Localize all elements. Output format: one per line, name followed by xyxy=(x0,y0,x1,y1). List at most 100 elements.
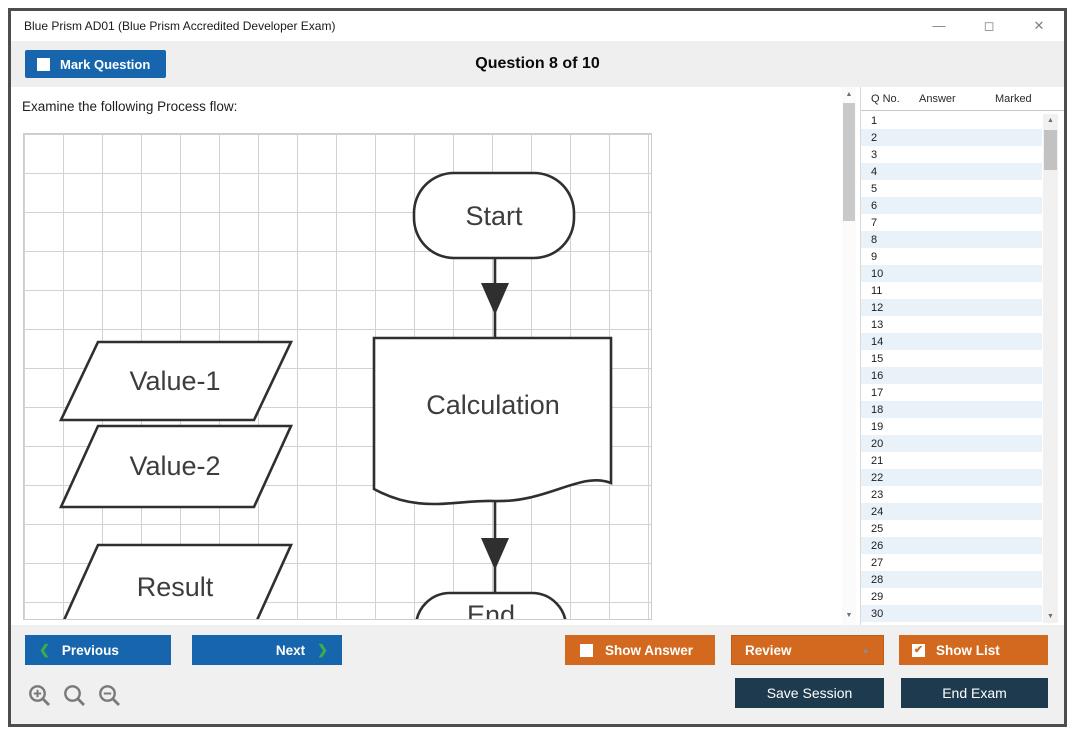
mark-question-checkbox[interactable] xyxy=(37,57,50,71)
value1-label: Value-1 xyxy=(129,366,220,396)
question-number: 25 xyxy=(871,522,884,535)
end-exam-label: End Exam xyxy=(942,685,1007,701)
question-row[interactable]: 3 xyxy=(861,146,1042,163)
question-number: 7 xyxy=(871,216,878,229)
question-number: 24 xyxy=(871,505,884,518)
start-node xyxy=(412,171,576,260)
content-scrollbar-thumb[interactable] xyxy=(843,103,855,221)
question-row[interactable]: 28 xyxy=(861,571,1042,588)
question-row[interactable]: 23 xyxy=(861,486,1042,503)
question-row[interactable]: 30 xyxy=(861,605,1042,622)
question-row[interactable]: 11 xyxy=(861,282,1042,299)
scroll-down-icon[interactable]: ▼ xyxy=(845,612,853,619)
result-label: Result xyxy=(137,572,214,602)
scroll-up-icon[interactable]: ▲ xyxy=(845,91,853,98)
footer-bar: ❮ Previous Next ❯ Show Answer Review ▲ ✔… xyxy=(11,625,1064,724)
panel-gap xyxy=(856,87,860,625)
question-row[interactable]: 21 xyxy=(861,452,1042,469)
main-area: Examine the following Process flow: Star… xyxy=(11,87,1064,625)
question-row[interactable]: 9 xyxy=(861,248,1042,265)
question-row[interactable]: 29 xyxy=(861,588,1042,605)
question-row[interactable]: 19 xyxy=(861,418,1042,435)
mark-question-label: Mark Question xyxy=(60,56,151,72)
mark-question-button[interactable]: Mark Question xyxy=(25,50,167,78)
show-list-label: Show List xyxy=(936,642,1000,658)
question-number: 14 xyxy=(871,335,884,348)
value2-node xyxy=(58,424,294,509)
end-node xyxy=(415,591,567,619)
title-bar: Blue Prism AD01 (Blue Prism Accredited D… xyxy=(11,11,1064,41)
zoom-out-icon[interactable] xyxy=(97,683,123,709)
next-button[interactable]: Next ❯ xyxy=(192,635,342,665)
question-row[interactable]: 24 xyxy=(861,503,1042,520)
save-session-label: Save Session xyxy=(766,685,853,701)
question-number: 9 xyxy=(871,250,878,263)
question-row[interactable]: 10 xyxy=(861,265,1042,282)
zoom-reset-icon[interactable] xyxy=(62,683,88,709)
minimize-icon[interactable]: — xyxy=(932,18,946,33)
window-title: Blue Prism AD01 (Blue Prism Accredited D… xyxy=(24,19,336,33)
zoom-in-icon[interactable] xyxy=(27,683,53,709)
question-row[interactable]: 8 xyxy=(861,231,1042,248)
question-number: 11 xyxy=(871,284,883,297)
chevron-right-icon: ❯ xyxy=(317,642,328,657)
question-list-header: Q No. Answer Marked xyxy=(861,87,1064,111)
end-label: End xyxy=(467,600,515,620)
question-row[interactable]: 13 xyxy=(861,316,1042,333)
question-row[interactable]: 16 xyxy=(861,367,1042,384)
list-scroll-up-icon[interactable]: ▲ xyxy=(1047,117,1054,124)
review-label: Review xyxy=(745,642,792,658)
question-row[interactable]: 15 xyxy=(861,350,1042,367)
zoom-controls xyxy=(27,683,123,709)
list-scrollbar-thumb[interactable] xyxy=(1044,130,1057,170)
question-row[interactable]: 12 xyxy=(861,299,1042,316)
show-list-button[interactable]: ✔ Show List xyxy=(899,635,1048,665)
question-row[interactable]: 27 xyxy=(861,554,1042,571)
maximize-icon[interactable]: ◻ xyxy=(983,18,995,33)
question-row[interactable]: 14 xyxy=(861,333,1042,350)
calculation-node xyxy=(372,336,613,506)
question-row[interactable]: 18 xyxy=(861,401,1042,418)
question-row[interactable]: 4 xyxy=(861,163,1042,180)
question-number: 22 xyxy=(871,471,884,484)
question-row[interactable]: 5 xyxy=(861,180,1042,197)
save-session-button[interactable]: Save Session xyxy=(735,678,884,708)
arrowhead-1 xyxy=(481,283,509,315)
question-number: 4 xyxy=(871,165,878,178)
question-row[interactable]: 6 xyxy=(861,197,1042,214)
question-row[interactable]: 26 xyxy=(861,537,1042,554)
end-exam-button[interactable]: End Exam xyxy=(901,678,1048,708)
previous-button[interactable]: ❮ Previous xyxy=(25,635,171,665)
question-number: 28 xyxy=(871,573,884,586)
question-row[interactable]: 22 xyxy=(861,469,1042,486)
show-list-checkbox[interactable]: ✔ xyxy=(912,643,925,657)
question-number: 3 xyxy=(871,148,878,161)
question-number: 1 xyxy=(871,114,878,127)
question-row[interactable]: 2 xyxy=(861,129,1042,146)
arrowhead-2 xyxy=(481,538,509,570)
question-row[interactable]: 20 xyxy=(861,435,1042,452)
show-answer-checkbox[interactable] xyxy=(580,643,593,657)
value1-node xyxy=(58,340,294,422)
question-number: 17 xyxy=(871,386,884,399)
show-answer-button[interactable]: Show Answer xyxy=(565,635,715,665)
question-number: 20 xyxy=(871,437,884,450)
question-counter: Question 8 of 10 xyxy=(475,55,600,72)
question-row[interactable]: 7 xyxy=(861,214,1042,231)
question-content: Examine the following Process flow: Star… xyxy=(11,87,842,625)
question-row[interactable]: 25 xyxy=(861,520,1042,537)
dropdown-arrow-icon: ▲ xyxy=(861,645,870,655)
list-scroll-down-icon[interactable]: ▼ xyxy=(1047,613,1054,620)
chevron-left-icon: ❮ xyxy=(39,642,50,657)
content-scrollbar[interactable]: ▲ ▼ xyxy=(842,87,856,625)
question-row[interactable]: 17 xyxy=(861,384,1042,401)
close-icon[interactable]: ✕ xyxy=(1033,18,1045,33)
question-row[interactable]: 1 xyxy=(861,112,1042,129)
review-dropdown[interactable]: Review ▲ xyxy=(731,635,884,665)
list-scrollbar[interactable]: ▲ ▼ xyxy=(1043,114,1058,623)
app-window: Blue Prism AD01 (Blue Prism Accredited D… xyxy=(8,8,1067,727)
question-number: 21 xyxy=(871,454,884,467)
question-number: 10 xyxy=(871,267,884,280)
